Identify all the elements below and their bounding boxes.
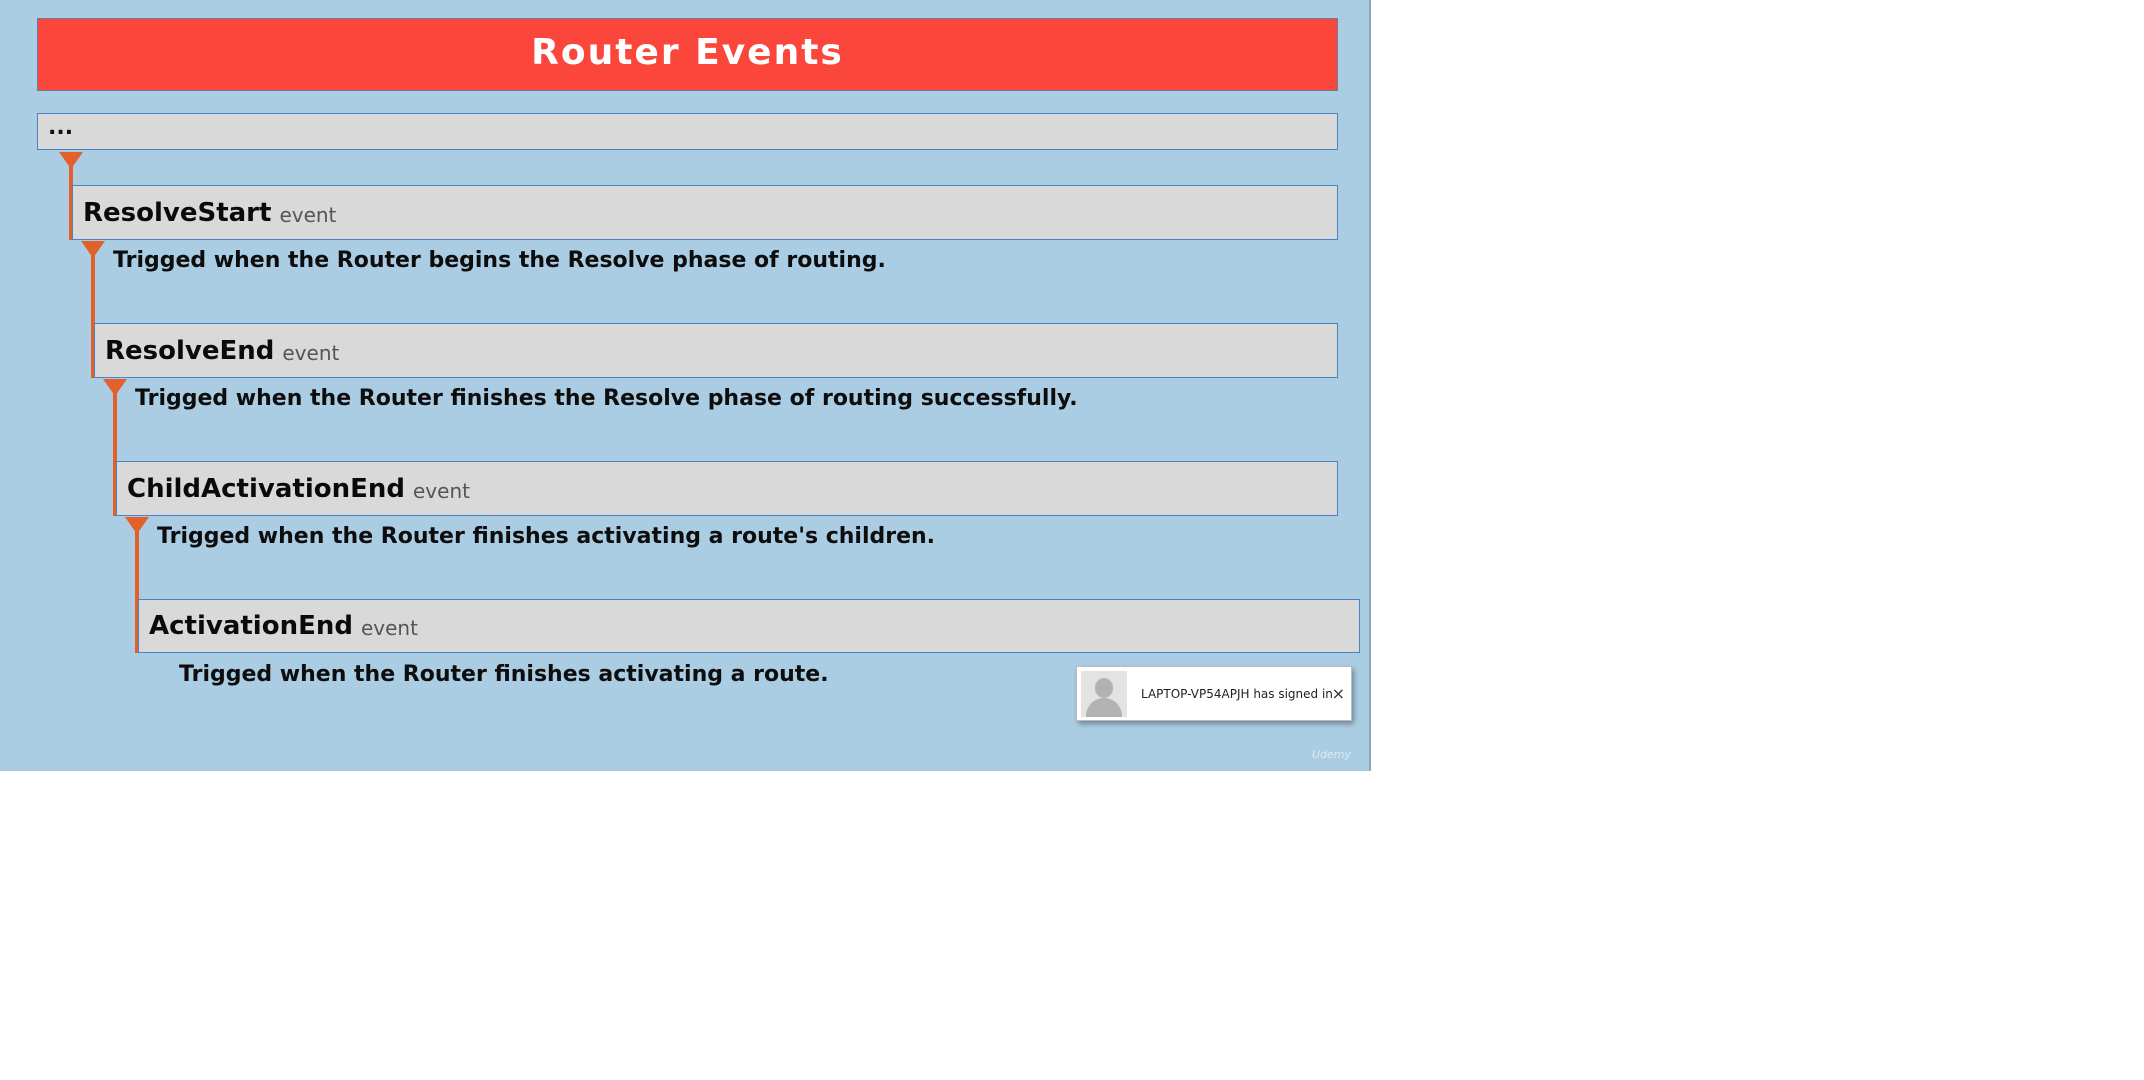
slide-title: Router Events [531, 32, 844, 73]
title-bar: Router Events [37, 18, 1338, 91]
connector-line [91, 250, 95, 378]
event-description: Trigged when the Router finishes activat… [157, 524, 936, 549]
sign-in-notification[interactable]: LAPTOP-VP54APJH has signed in × [1076, 666, 1352, 721]
close-icon[interactable]: × [1331, 684, 1345, 703]
event-name: ChildActivationEnd [127, 473, 405, 504]
notification-text: LAPTOP-VP54APJH has signed in [1141, 686, 1333, 701]
event-type-label: event [360, 616, 418, 640]
event-type-label: event [279, 202, 337, 227]
user-avatar-icon [1081, 670, 1127, 717]
watermark-logo: Udemy [1312, 748, 1352, 761]
connector-line [113, 388, 117, 516]
connector-arrow-icon [81, 241, 105, 258]
connector-arrow-icon [103, 379, 127, 396]
event-description: Trigged when the Router finishes the Res… [135, 386, 1078, 411]
event-box-activationend: ActivationEnd event [138, 599, 1360, 653]
connector-arrow-icon [125, 517, 149, 534]
event-description: Trigged when the Router begins the Resol… [113, 248, 886, 273]
event-name: ResolveStart [83, 197, 272, 228]
event-box-resolveend: ResolveEnd event [94, 323, 1338, 378]
ellipsis-box: ... [37, 113, 1338, 150]
event-name: ActivationEnd [149, 611, 353, 641]
slide: Router Events ... ResolveStart event Tri… [0, 0, 1371, 771]
event-type-label: event [282, 340, 340, 365]
ellipsis-text: ... [48, 115, 74, 140]
event-name: ResolveEnd [105, 335, 275, 366]
event-box-resolvestart: ResolveStart event [72, 185, 1338, 240]
event-box-childactivationend: ChildActivationEnd event [116, 461, 1338, 516]
event-description: Trigged when the Router finishes activat… [179, 662, 829, 687]
connector-line [135, 526, 139, 653]
connector-line [69, 160, 73, 240]
event-type-label: event [413, 478, 470, 503]
